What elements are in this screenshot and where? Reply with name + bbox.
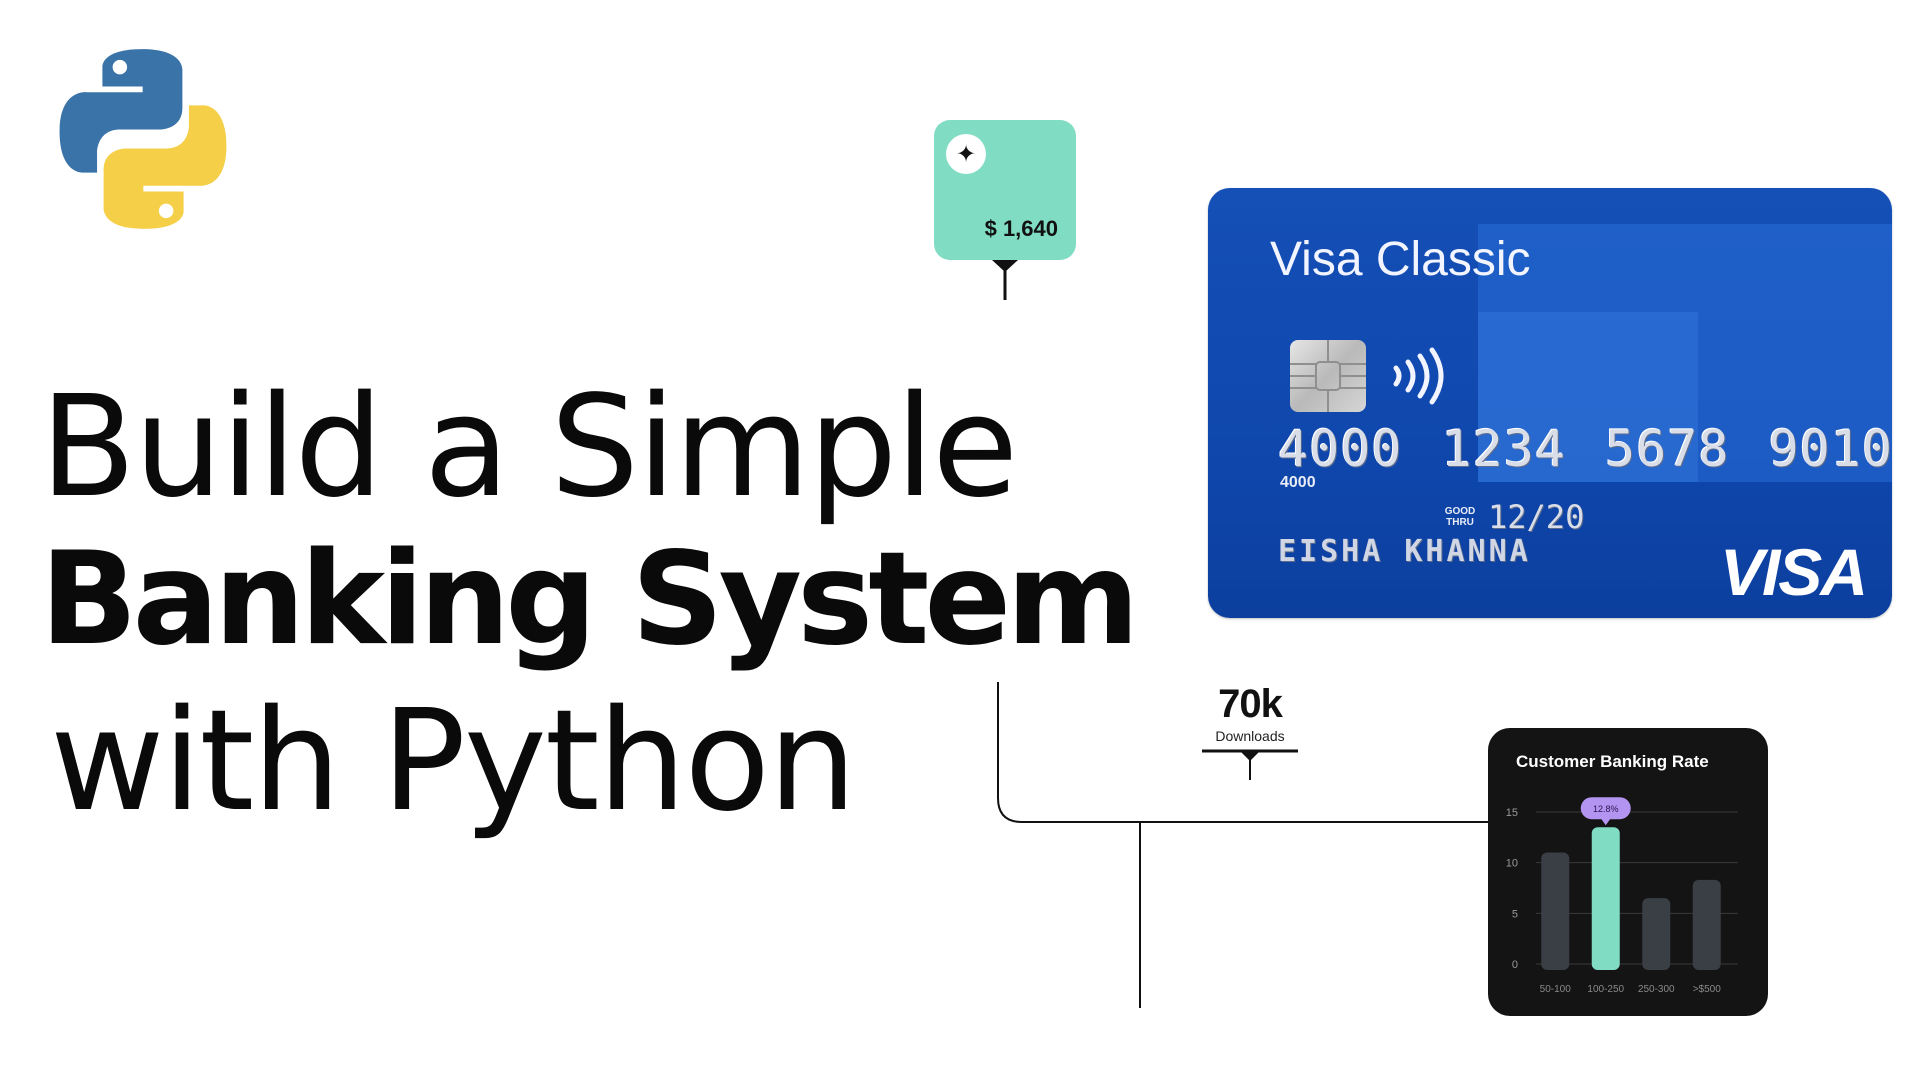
balance-amount: $ 1,640 bbox=[984, 216, 1058, 241]
y-tick-label: 15 bbox=[1506, 807, 1518, 819]
visa-logo: VISA bbox=[1719, 535, 1868, 609]
balance-tag: ✦ $ 1,640 bbox=[934, 120, 1076, 260]
visa-card: Visa Classic 4000 1234 5678 9010 4000 G bbox=[1208, 188, 1892, 618]
downloads-label: Downloads bbox=[1215, 728, 1285, 744]
card-title: Visa Classic bbox=[1270, 233, 1531, 286]
chart-title: Customer Banking Rate bbox=[1516, 752, 1709, 771]
bar bbox=[1591, 827, 1620, 970]
tooltip-bubble bbox=[1580, 797, 1631, 820]
x-tick-label: 50-100 bbox=[1540, 984, 1572, 995]
x-tick-label: 250-300 bbox=[1638, 984, 1675, 995]
x-tick-label: >$500 bbox=[1693, 984, 1722, 995]
python-logo-icon bbox=[59, 49, 227, 229]
card-number-short: 4000 bbox=[1280, 474, 1316, 491]
card-panel bbox=[1478, 312, 1698, 482]
bar-chart: 0 5 10 15 50-100 100-250 12.8% 250-300 >$500 bbox=[1506, 797, 1738, 995]
headline-line-3: with Python bbox=[50, 680, 857, 843]
card-holder: EISHA KHANNA bbox=[1278, 534, 1531, 569]
y-tick-label: 10 bbox=[1506, 858, 1518, 870]
downloads-pointer bbox=[1202, 749, 1298, 780]
chart-card: Customer Banking Rate 0 5 10 15 50-100 100-25… bbox=[1488, 728, 1768, 1016]
good-thru-label: GOOD THRU bbox=[1444, 506, 1476, 528]
y-tick-label: 0 bbox=[1512, 959, 1518, 971]
card-expiry: 12/20 bbox=[1488, 498, 1585, 536]
chip-icon bbox=[1290, 340, 1366, 412]
headline-line-1: Build a Simple bbox=[40, 366, 1018, 529]
bar bbox=[1642, 898, 1671, 970]
x-tick-label: 100-250 bbox=[1587, 984, 1624, 995]
headline-line-2: Banking System bbox=[40, 525, 1140, 674]
tooltip-label: 12.8% bbox=[1593, 804, 1619, 814]
bar bbox=[1692, 879, 1721, 970]
downloads-value: 70k bbox=[1218, 682, 1283, 726]
sparkle-icon: ✦ bbox=[946, 134, 986, 174]
balance-pointer bbox=[992, 260, 1018, 300]
contactless-icon bbox=[1393, 347, 1444, 405]
y-tick-label: 5 bbox=[1512, 908, 1518, 920]
card-panel bbox=[1478, 224, 1892, 482]
bar bbox=[1541, 852, 1570, 970]
card-number: 4000 1234 5678 9010 bbox=[1278, 420, 1892, 478]
tooltip-pointer bbox=[1600, 818, 1611, 826]
